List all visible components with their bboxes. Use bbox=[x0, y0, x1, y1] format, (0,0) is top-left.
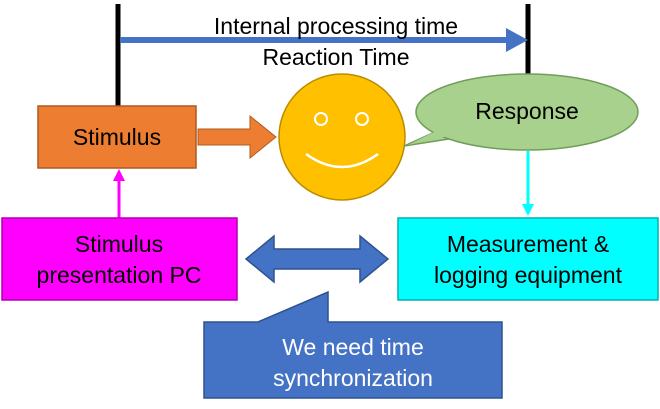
synchronization-double-arrow bbox=[244, 234, 390, 284]
stimulus-label: Stimulus bbox=[73, 124, 161, 150]
measurement-label-line1: Measurement & bbox=[447, 231, 609, 257]
reaction-time-label: Reaction Time bbox=[262, 44, 409, 70]
measurement-label-line2: logging equipment bbox=[434, 262, 623, 288]
stimulus-to-subject-arrow bbox=[197, 114, 277, 160]
stimulus-pc-label-line1: Stimulus bbox=[75, 231, 163, 257]
internal-processing-label: Internal processing time bbox=[214, 13, 458, 39]
processing-time-arrow-head bbox=[506, 28, 528, 52]
stimulus-presentation-pc-box bbox=[1, 217, 238, 301]
measurement-equipment-box bbox=[397, 217, 659, 301]
pc-to-stimulus-arrow-head bbox=[113, 169, 125, 181]
callout-line2: synchronization bbox=[273, 365, 433, 391]
response-label: Response bbox=[475, 98, 579, 124]
speech-bubble-icon bbox=[403, 73, 639, 151]
stimulus-box bbox=[37, 105, 197, 169]
stimulus-pc-label-line2: presentation PC bbox=[37, 262, 202, 288]
smiley-face-icon bbox=[278, 73, 406, 201]
response-to-measurement-arrow-head bbox=[522, 204, 534, 216]
callout-box-icon bbox=[203, 290, 503, 399]
callout-line1: We need time bbox=[282, 334, 423, 360]
